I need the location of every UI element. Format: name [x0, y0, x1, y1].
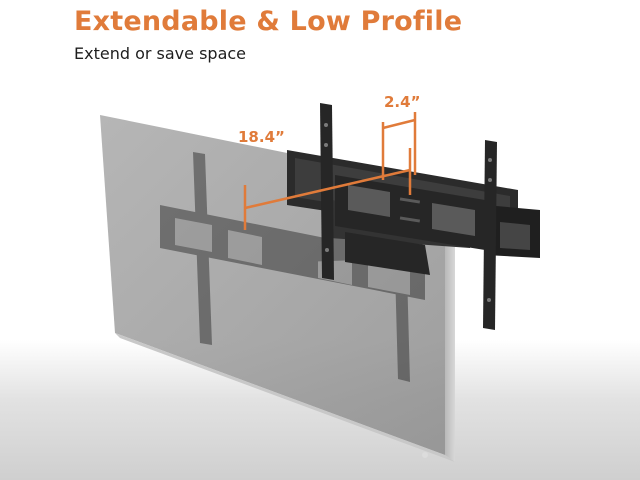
extended-depth-label: 18.4”	[238, 128, 285, 146]
dimension-lines	[243, 112, 417, 230]
retracted-depth-label: 2.4”	[384, 93, 421, 111]
tv-bracket-behind-panel	[160, 152, 425, 382]
subheadline: Extend or save space	[74, 44, 247, 63]
headline: Extendable & Low Profile	[74, 6, 463, 37]
front-tv-bracket	[320, 103, 497, 330]
